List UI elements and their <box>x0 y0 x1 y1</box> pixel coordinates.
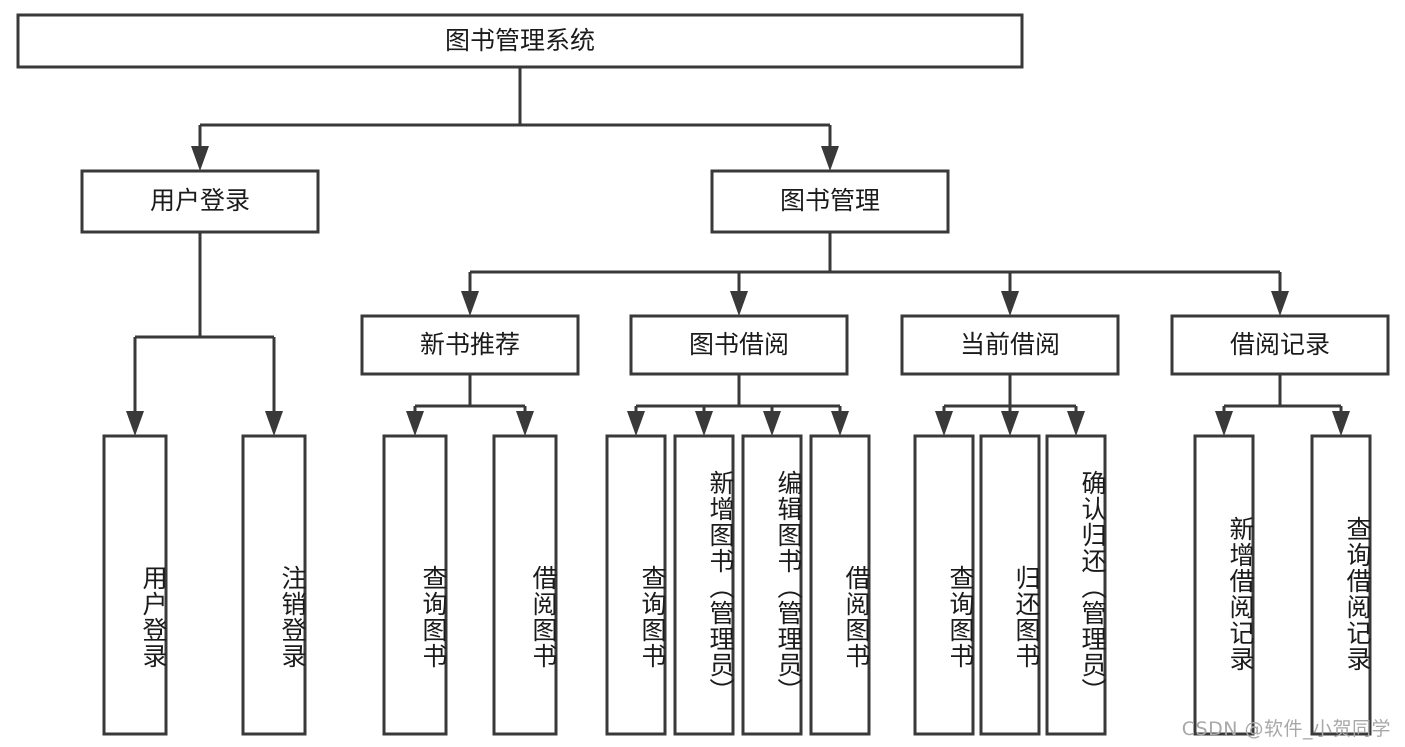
leaf-borrow-record-1[interactable] <box>1310 434 1372 736</box>
node-current-borrow-label: 当前借阅 <box>960 330 1060 359</box>
connector-root-to-level2 <box>191 67 839 171</box>
node-new-book-recommend[interactable] <box>360 314 580 376</box>
connector-userlogin-to-leaves <box>126 232 283 436</box>
node-borrow-record-label: 借阅记录 <box>1230 330 1330 359</box>
leaf-book-borrow-3[interactable] <box>809 434 871 736</box>
node-book-management[interactable] <box>710 169 950 234</box>
leaf-book-borrow-0[interactable] <box>605 434 667 736</box>
connector-newbook-to-leaves <box>406 374 534 436</box>
leaf-current-borrow-1[interactable] <box>979 434 1041 736</box>
leaf-new-book-1[interactable] <box>492 434 558 736</box>
leaf-user-login-1[interactable] <box>241 434 307 736</box>
leaf-book-borrow-1[interactable] <box>673 434 735 736</box>
node-borrow-record[interactable] <box>1170 314 1390 376</box>
connector-borrowbook-to-leaves <box>627 374 849 436</box>
node-current-borrow[interactable] <box>900 314 1120 376</box>
connector-bookmgmt-to-level3 <box>461 232 1289 316</box>
node-root[interactable] <box>16 13 1024 69</box>
node-book-borrow[interactable] <box>629 314 849 376</box>
node-user-login-label: 用户登录 <box>150 186 250 215</box>
connector-currentborrow-to-leaves <box>935 374 1085 436</box>
leaf-book-borrow-2[interactable] <box>741 434 803 736</box>
leaf-user-login-0[interactable] <box>102 434 168 736</box>
leaf-borrow-record-0[interactable] <box>1193 434 1255 736</box>
leaf-current-borrow-2[interactable] <box>1045 434 1107 736</box>
node-book-management-label: 图书管理 <box>780 186 880 215</box>
leaf-current-borrow-0[interactable] <box>913 434 975 736</box>
csdn-watermark: CSDN @软件_小贺同学 <box>1181 718 1391 740</box>
node-user-login[interactable] <box>80 169 320 234</box>
leaf-new-book-0[interactable] <box>382 434 448 736</box>
connector-borrowrecord-to-leaves <box>1215 374 1350 436</box>
node-book-borrow-label: 图书借阅 <box>689 330 789 359</box>
node-root-label: 图书管理系统 <box>445 26 595 55</box>
node-new-book-recommend-label: 新书推荐 <box>420 330 520 359</box>
